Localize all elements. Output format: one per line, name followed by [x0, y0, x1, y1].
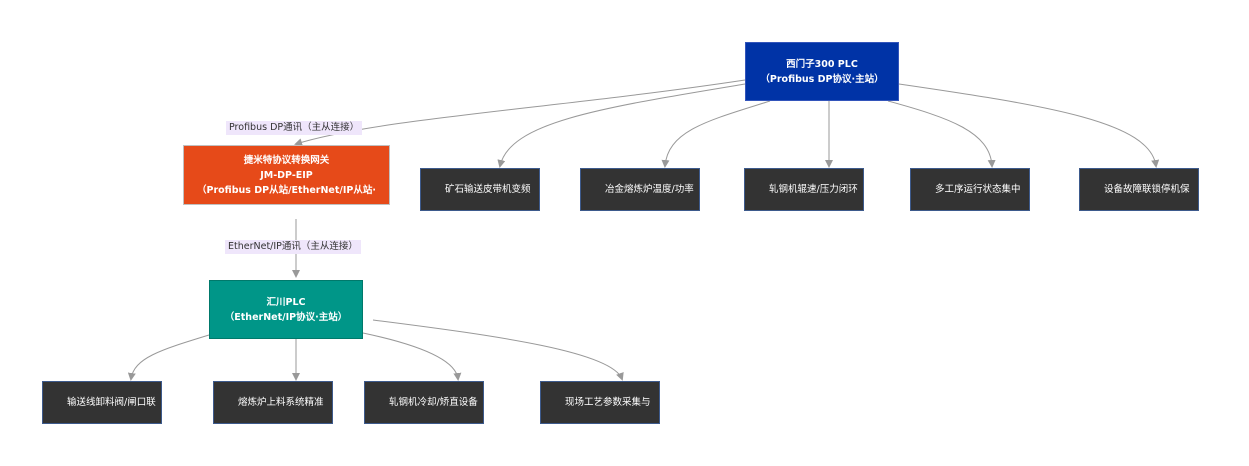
gateway-model: JM-DP-EIP — [260, 169, 313, 181]
siemens-child-label: 轧钢机辊速/压力闭环 — [769, 184, 858, 195]
inovance-child-2[interactable]: 熔炼炉上料系统精准 — [213, 381, 333, 424]
inovance-child-1[interactable]: 输送线卸料阀/闸口联 — [42, 381, 162, 424]
edge-inovance-leaf-4 — [372, 319, 624, 381]
edge-siemens-leaf-4 — [887, 100, 996, 168]
siemens-child-label: 矿石输送皮带机变频 — [445, 184, 531, 195]
edge-inovance-leaf-3 — [362, 332, 462, 381]
siemens-child-label: 设备故障联锁停机保 — [1104, 184, 1190, 195]
inovance-child-3[interactable]: 轧钢机冷却/矫直设备 — [364, 381, 484, 424]
edge-inovance-leaf-1 — [127, 334, 210, 381]
gateway-node[interactable]: 捷米特协议转换网关 JM-DP-EIP （Profibus DP从站/Ether… — [183, 145, 390, 205]
edge-siemens-leaf-5 — [898, 83, 1160, 168]
inovance-child-label: 熔炼炉上料系统精准 — [238, 397, 324, 408]
siemens-child-label: 多工序运行状态集中 — [935, 184, 1021, 195]
inovance-plc-protocol: （EtherNet/IP协议·主站） — [224, 311, 348, 323]
inovance-child-label: 输送线卸料阀/闸口联 — [67, 397, 156, 408]
edge-label-profibus: Profibus DP通讯（主从连接） — [226, 121, 363, 135]
siemens-plc-protocol: （Profibus DP协议·主站） — [760, 73, 884, 85]
gateway-protocol: （Profibus DP从站/EtherNet/IP从站· — [197, 184, 376, 196]
siemens-child-label: 冶金熔炼炉温度/功率 — [605, 184, 694, 195]
edge-siemens-leaf-2 — [661, 100, 771, 168]
edge-label-ethernetip: EtherNet/IP通讯（主从连接） — [225, 240, 361, 254]
gateway-title: 捷米特协议转换网关 — [243, 154, 330, 166]
edge-siemens-gateway — [294, 79, 746, 147]
siemens-child-1[interactable]: 矿石输送皮带机变频 — [420, 168, 540, 211]
edge-siemens-leaf-1 — [497, 83, 746, 168]
inovance-child-4[interactable]: 现场工艺参数采集与 — [540, 381, 660, 424]
inovance-child-label: 轧钢机冷却/矫直设备 — [389, 397, 478, 408]
inovance-plc-node[interactable]: 汇川PLC （EtherNet/IP协议·主站） — [209, 280, 363, 339]
siemens-child-3[interactable]: 轧钢机辊速/压力闭环 — [744, 168, 864, 211]
siemens-child-5[interactable]: 设备故障联锁停机保 — [1079, 168, 1199, 211]
siemens-plc-title: 西门子300 PLC — [786, 58, 858, 70]
siemens-plc-node[interactable]: 西门子300 PLC （Profibus DP协议·主站） — [745, 42, 899, 101]
siemens-child-4[interactable]: 多工序运行状态集中 — [910, 168, 1030, 211]
inovance-plc-title: 汇川PLC — [266, 296, 306, 308]
siemens-child-2[interactable]: 冶金熔炼炉温度/功率 — [580, 168, 700, 211]
inovance-child-label: 现场工艺参数采集与 — [565, 397, 651, 408]
